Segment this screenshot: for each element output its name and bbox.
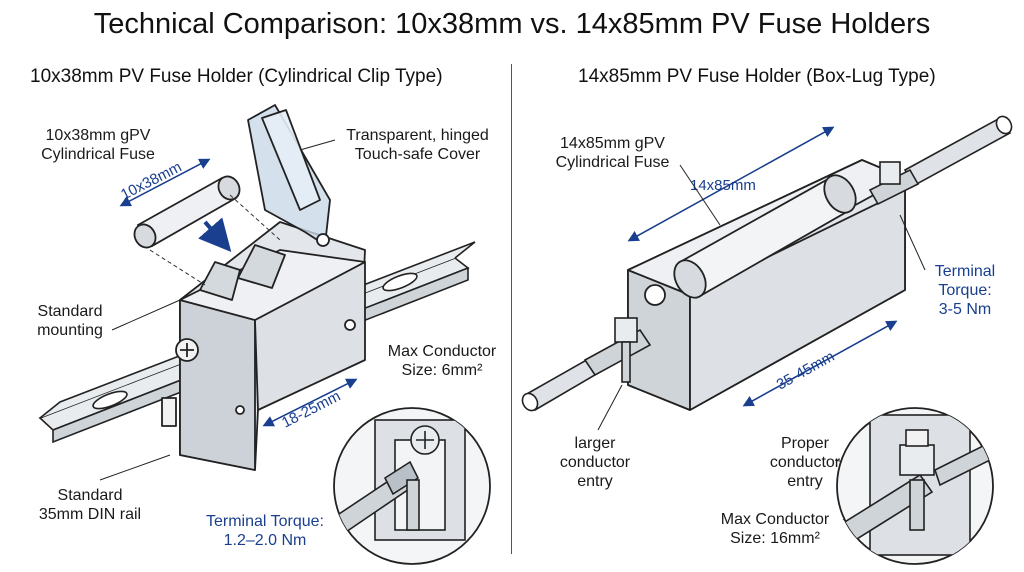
cable-right [903,115,1013,187]
fuse-length-dimension-line [627,126,835,242]
fuse-dimension-line [119,158,211,207]
transparent-cover [247,104,331,247]
cylindrical-fuse-14x85 [673,174,857,299]
terminal-detail-circle [333,407,491,565]
box-lug-holder-body [627,159,906,411]
right-panel-heading: 14x85mm PV Fuse Holder (Box-Lug Type) [578,66,936,87]
page-title: Technical Comparison: 10x38mm vs. 14x85m… [93,8,931,40]
panel-divider [511,64,512,554]
cylindrical-fuse-10x38 [133,175,241,249]
fuse-holder-body [161,221,366,471]
terminal-lug-left [583,317,652,383]
proper-entry-label: Proper conductor entry [769,435,841,490]
cover-label: Transparent, hinged Touch-safe Cover [346,127,489,163]
cable-left [521,356,602,412]
right-terminal-torque: Terminal Torque: 3-5 Nm [934,263,996,318]
terminal-lug-right [868,161,920,206]
left-panel-heading: 10x38mm PV Fuse Holder (Cylindrical Clip… [30,66,443,87]
left-max-conductor-label: Max Conductor Size: 6mm² [387,343,497,379]
insert-arrow [198,217,232,253]
width-dimension-line [262,378,358,427]
leader-lines [99,139,336,481]
larger-entry-label: larger conductor entry [559,435,631,490]
holder-width-dimension-line [742,320,898,407]
right-max-conductor-label: Max Conductor Size: 16mm² [720,511,830,547]
left-terminal-torque: Terminal Torque: 1.2–2.0 Nm [206,513,324,549]
fuse-length-dimension-text: 14x85mm [690,177,756,194]
din-rail-label: Standard 35mm DIN rail [38,487,142,523]
mounting-label: Standard mounting [37,303,103,339]
right-fuse-label: 14x85mm gPV Cylindrical Fuse [555,135,670,171]
left-fuse-label: 10x38mm gPV Cylindrical Fuse [41,127,155,163]
box-lug-detail-circle [836,407,994,565]
left-diagram: 10x38mm 18-25mm [38,104,491,565]
